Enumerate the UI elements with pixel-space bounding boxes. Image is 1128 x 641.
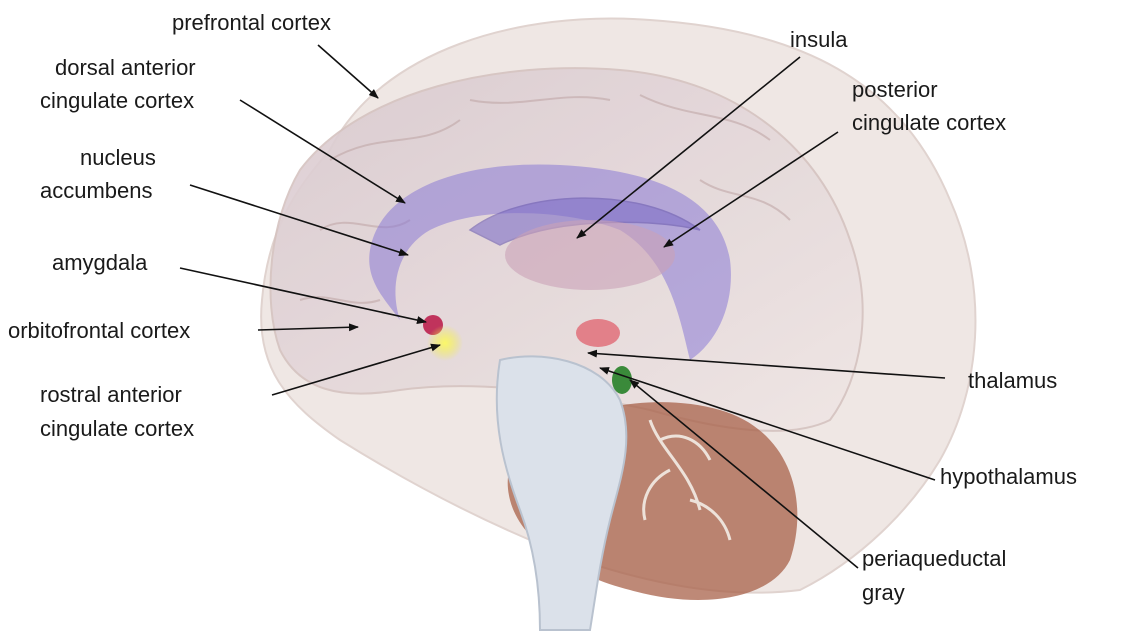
label-insula: insula (790, 27, 848, 52)
label-periaqueductal-gray-line1: periaqueductal (862, 546, 1006, 571)
label-amygdala: amygdala (52, 250, 148, 275)
arrow-prefrontal-cortex (318, 45, 378, 98)
insula-region (505, 220, 675, 290)
label-nucleus-accumbens-line2: accumbens (40, 178, 153, 203)
label-orbitofrontal-cortex: orbitofrontal cortex (8, 318, 190, 343)
label-rostral-anterior-cingulate-line2: cingulate cortex (40, 416, 194, 441)
label-prefrontal-cortex: prefrontal cortex (172, 10, 331, 35)
hypothalamus-shape (612, 366, 632, 394)
label-rostral-anterior-cingulate-line1: rostral anterior (40, 382, 182, 407)
racc-glow (427, 325, 463, 361)
label-posterior-cingulate-line1: posterior (852, 77, 938, 102)
label-hypothalamus: hypothalamus (940, 464, 1077, 489)
label-thalamus: thalamus (968, 368, 1057, 393)
brainstem-shape (497, 356, 627, 630)
thalamus-shape (576, 319, 620, 347)
label-periaqueductal-gray-line2: gray (862, 580, 905, 605)
label-posterior-cingulate-line2: cingulate cortex (852, 110, 1006, 135)
label-nucleus-accumbens-line1: nucleus (80, 145, 156, 170)
label-dorsal-anterior-cingulate-line1: dorsal anterior (55, 55, 196, 80)
label-dorsal-anterior-cingulate-line2: cingulate cortex (40, 88, 194, 113)
